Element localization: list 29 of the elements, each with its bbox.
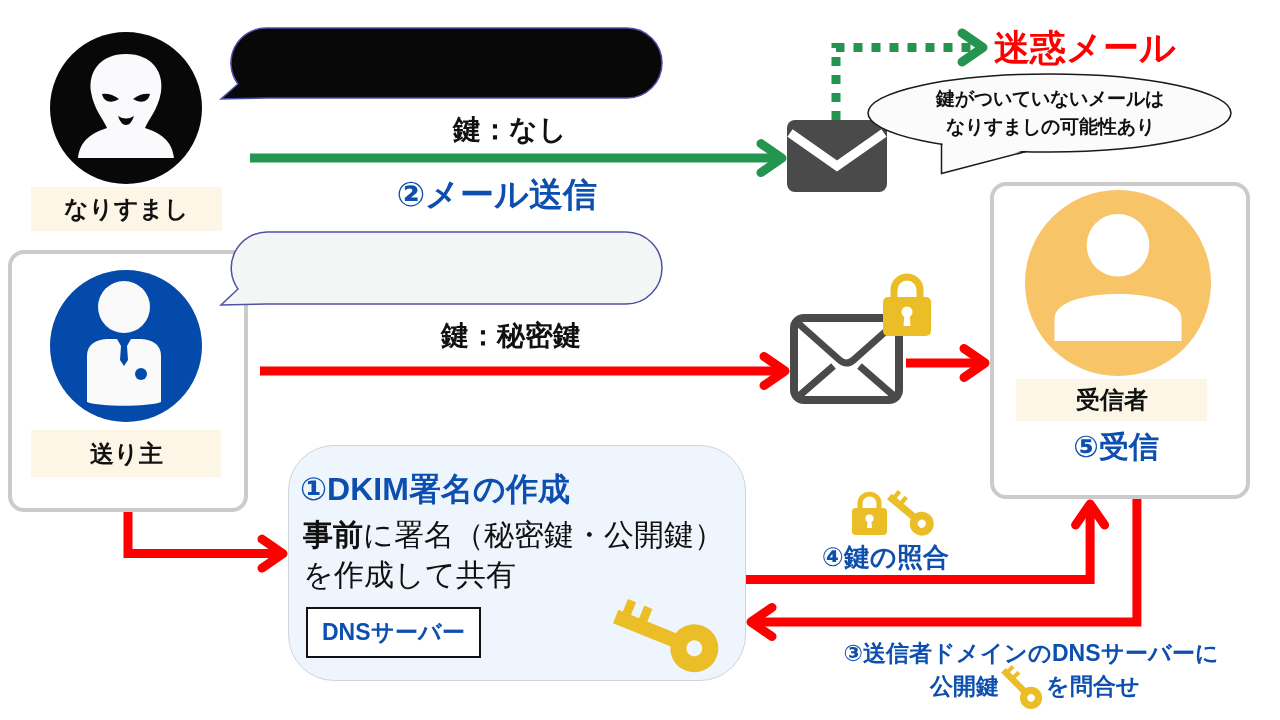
edge-label: ④鍵の照合 [821, 541, 949, 574]
arrow [250, 139, 787, 178]
arrow [831, 28, 988, 120]
info-panel [288, 445, 746, 681]
speech-bubble [221, 231, 663, 307]
step-title: ①DKIM署名の作成 [300, 470, 570, 509]
person-card [8, 250, 248, 512]
name-label: 受信者 [1016, 379, 1207, 421]
arrow [746, 499, 1110, 584]
arrow [906, 344, 990, 382]
arrow [123, 512, 288, 573]
envelope-icon [790, 314, 903, 404]
speech-bubble [221, 27, 663, 101]
person-card [990, 182, 1250, 499]
envelope-icon [787, 120, 887, 192]
label-box: DNSサーバー [306, 607, 481, 658]
arrow [746, 499, 1142, 641]
edge-label: 鍵：秘密鍵 [441, 319, 581, 353]
step-label: ⑤受信 [1073, 429, 1159, 465]
name-label: なりすまし [31, 187, 222, 231]
description-text: 事前に署名（秘密鍵・公開鍵）を作成して共有 [303, 517, 725, 593]
edge-label: ③送信者ドメインのDNSサーバーに [843, 639, 1219, 668]
arrow [260, 352, 790, 390]
note-text: 公開鍵 [930, 672, 999, 701]
result-label: 迷惑メール [988, 24, 1176, 71]
step-label: ②メール送信 [396, 176, 598, 212]
edge-label: 鍵：なし [453, 113, 567, 147]
note-text: を問合せ [1046, 672, 1140, 701]
name-label: 送り主 [31, 430, 221, 477]
